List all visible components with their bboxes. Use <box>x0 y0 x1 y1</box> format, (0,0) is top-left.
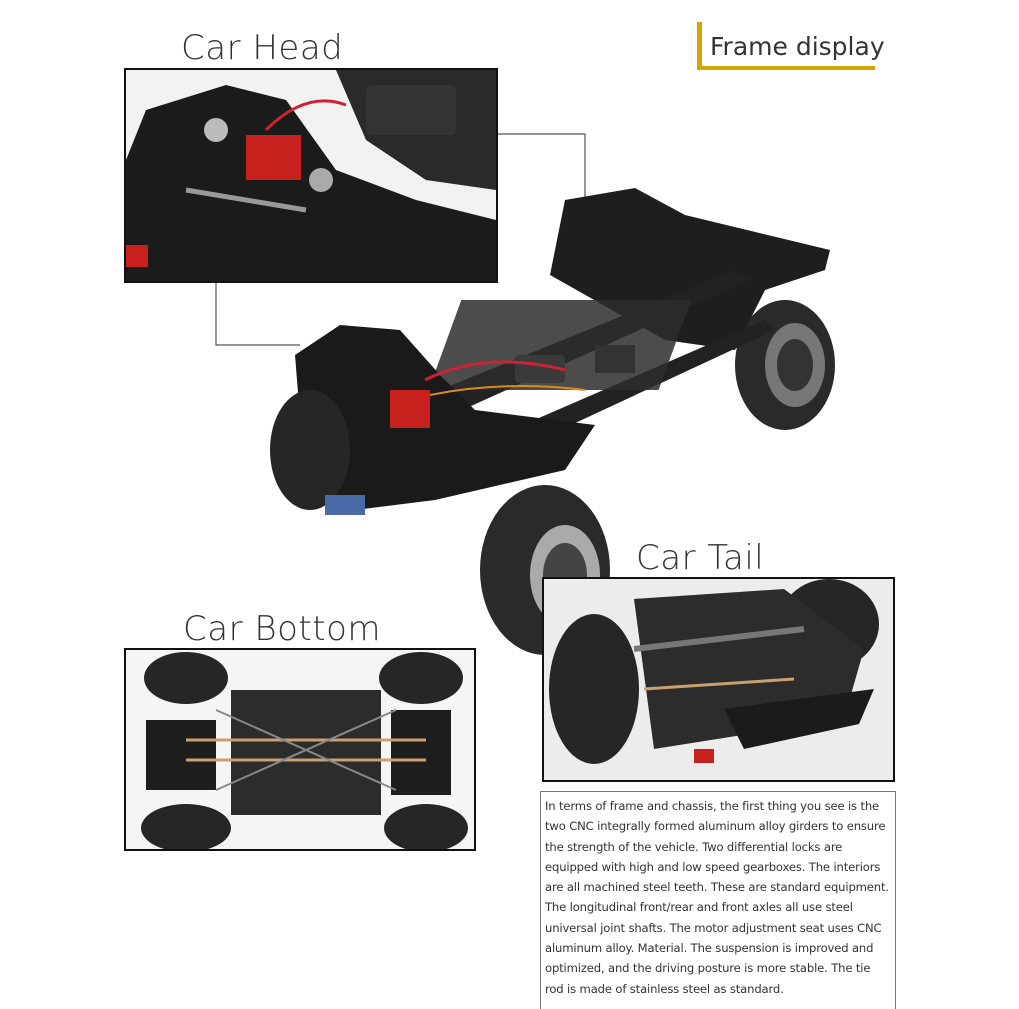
car-bottom-title: Car Bottom <box>183 609 382 649</box>
car-head-title: Car Head <box>181 28 344 68</box>
description-text: In terms of frame and chassis, the first… <box>545 799 889 996</box>
frame-display-badge: Frame display <box>697 22 885 70</box>
head-heatsink <box>246 135 301 180</box>
car-tail-photo <box>542 577 895 782</box>
badge-underline <box>697 66 875 70</box>
car-bottom-photo <box>124 648 476 851</box>
frame-display-title: Frame display <box>710 32 885 61</box>
car-head-photo <box>124 68 498 283</box>
badge-accent-bar <box>697 22 702 70</box>
leader-head-right <box>496 133 586 206</box>
description-box: In terms of frame and chassis, the first… <box>540 791 896 1009</box>
front-left-wheel <box>270 390 350 510</box>
car-tail-title: Car Tail <box>636 538 765 578</box>
leader-head-down <box>215 282 300 346</box>
heatsink <box>390 390 430 428</box>
front-plate <box>325 495 365 515</box>
